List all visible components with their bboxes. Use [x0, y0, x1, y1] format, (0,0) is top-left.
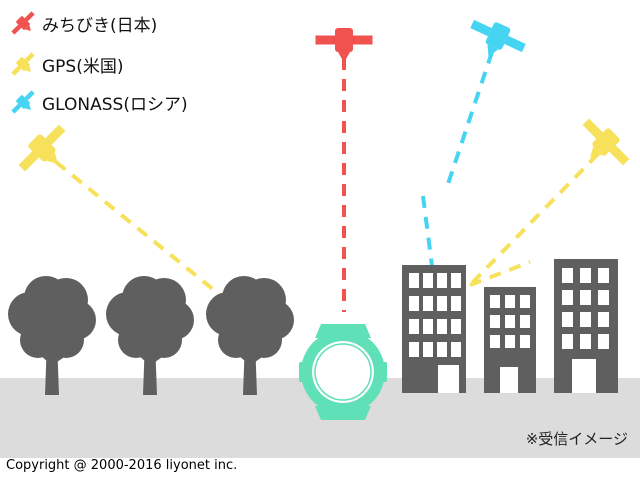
gps-satellite-icon: [569, 113, 635, 179]
trees: [8, 276, 294, 395]
building-icon: [484, 287, 536, 393]
image-caption: ※受信イメージ: [525, 430, 628, 448]
gps-signal-line-right: [468, 152, 600, 287]
tree-icon: [206, 276, 294, 395]
legend-item-glonass: GLONASS(ロシア): [8, 87, 188, 117]
copyright-notice: Copyright @ 2000-2016 liyonet inc.: [6, 458, 238, 473]
glonass-satellite-icon: [462, 13, 529, 69]
legend-label: GLONASS(ロシア): [42, 94, 188, 115]
legend-item-gps: GPS(米国): [8, 49, 123, 79]
gps-satellite-icon: [13, 119, 79, 185]
tree-icon: [106, 276, 194, 395]
building-icon: [402, 265, 466, 393]
watch-icon: [299, 324, 387, 420]
tree-icon: [8, 276, 96, 395]
michibiki-satellite-icon: [315, 28, 373, 63]
satellite-icon: [8, 87, 38, 117]
glonass-reflection-line: [421, 195, 434, 267]
glonass-signal-line: [444, 51, 494, 191]
gps-reflection-line: [469, 260, 531, 287]
legend-label: みちびき(日本): [42, 15, 158, 36]
signal-lines: [54, 51, 600, 312]
satellite-icon: [8, 8, 38, 38]
buildings: [402, 259, 618, 393]
satellite-icon: [8, 49, 38, 79]
legend-label: GPS(米国): [42, 56, 124, 77]
building-icon: [554, 259, 618, 393]
gps-signal-line-left: [54, 160, 227, 301]
legend-item-michibiki: みちびき(日本): [8, 8, 157, 38]
